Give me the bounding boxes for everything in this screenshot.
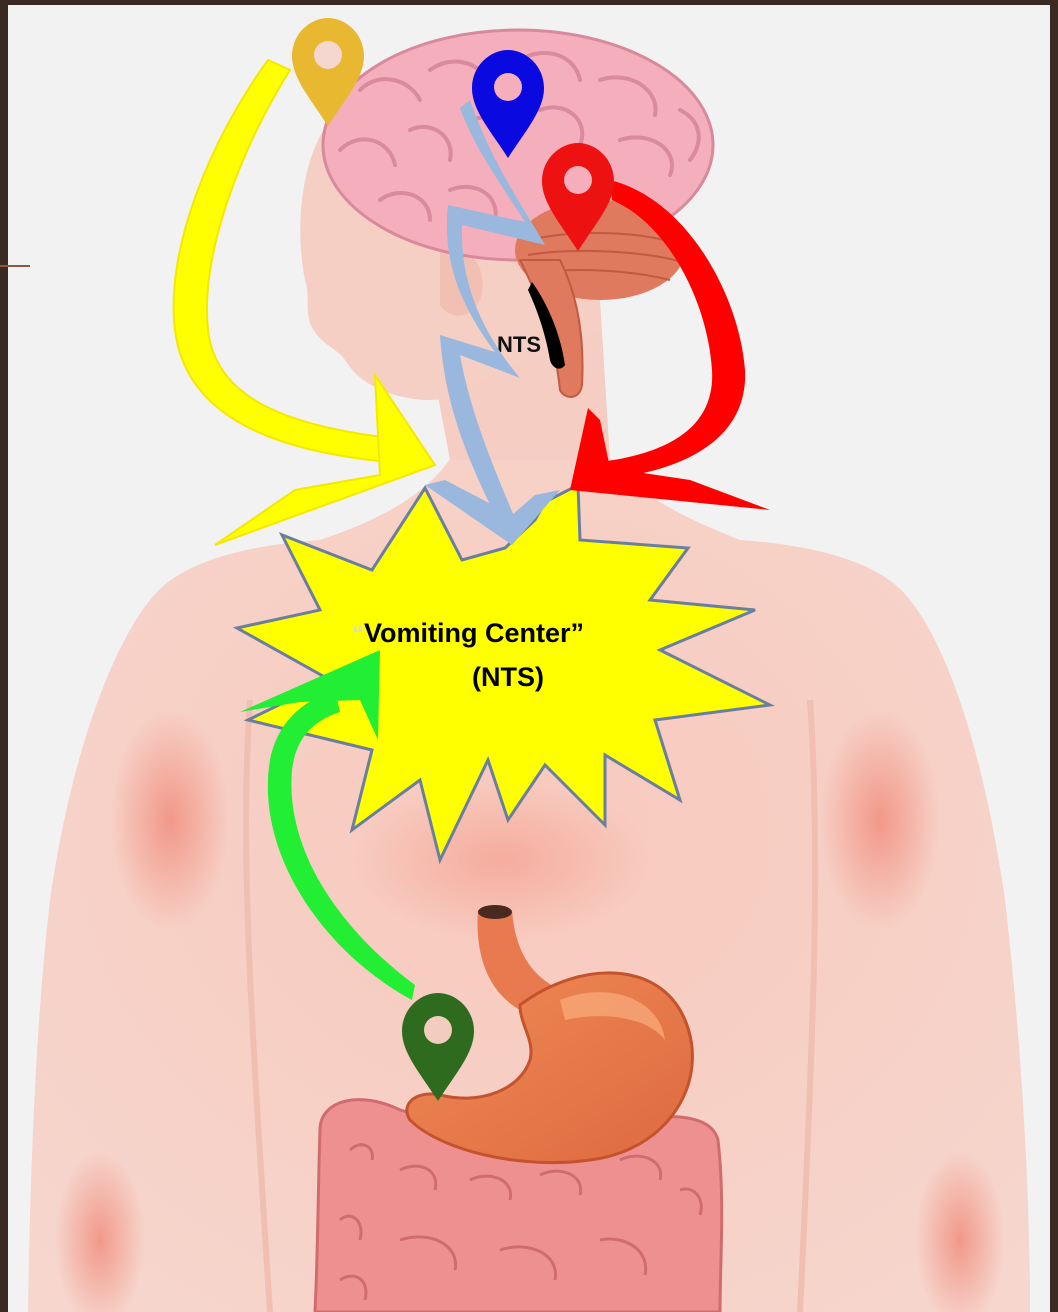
frame-left (0, 0, 8, 1312)
nts-brainstem-label: NTS (497, 332, 541, 357)
frame-right (1050, 0, 1058, 1312)
esophagus-opening (478, 905, 512, 919)
vomiting-center-sublabel: (NTS) (472, 662, 544, 692)
right-arm-glow (820, 710, 940, 930)
left-arm-glow (110, 710, 230, 930)
vomiting-center-open-quote: “ (352, 621, 364, 648)
vomiting-center-label: Vomiting Center” (364, 618, 584, 648)
frame-top (0, 0, 1058, 5)
